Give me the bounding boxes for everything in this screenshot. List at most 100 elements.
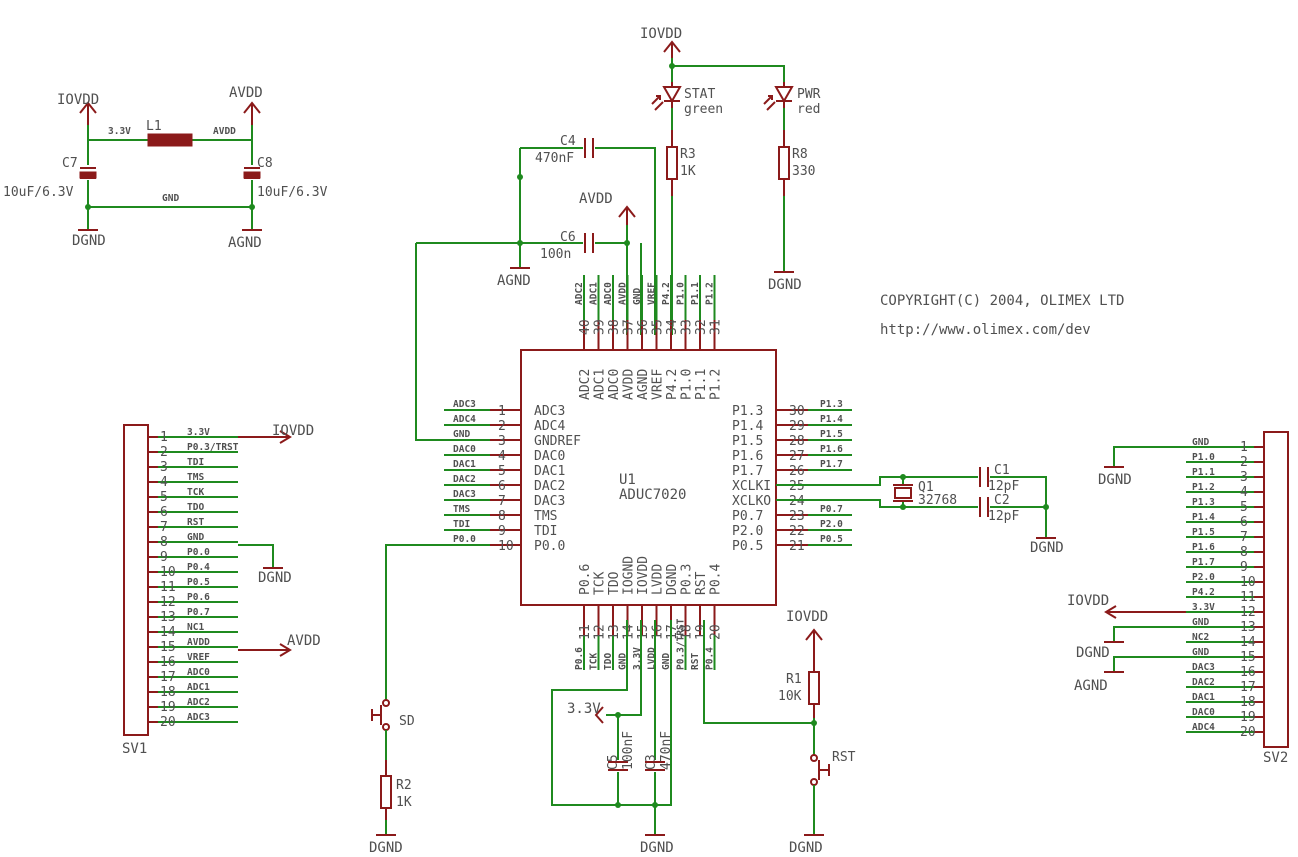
sv1-pin-number: 18	[160, 685, 176, 700]
sv1-pin-number: 8	[160, 535, 168, 550]
ic-top-pin-number: 31	[709, 319, 724, 335]
c1-label: C1	[994, 463, 1010, 478]
ic-bottom-pin-number: 20	[709, 624, 724, 640]
ic-left-pin-number: 2	[498, 419, 506, 434]
ic-left-net-label: DAC3	[453, 489, 476, 500]
ic-left-pin-number: 3	[498, 434, 506, 449]
sv1-pin-number: 12	[160, 595, 176, 610]
sv2-pin-number: 14	[1240, 635, 1256, 650]
sv2-pin-number: 20	[1240, 725, 1256, 740]
sd-label: SD	[399, 714, 415, 729]
pwr-led-color: red	[797, 102, 820, 117]
l1-label: L1	[146, 119, 162, 134]
sv2-pin-number: 9	[1240, 560, 1248, 575]
sv1-pin-number: 6	[160, 505, 168, 520]
sv2-net-label: P1.0	[1192, 452, 1215, 463]
ic-right-pin-name: P0.5	[732, 539, 763, 554]
sv2-net-label: P1.6	[1192, 542, 1215, 553]
vcc-wires	[87, 125, 253, 165]
url-link[interactable]: http://www.olimex.com/dev	[880, 322, 1091, 338]
sv2-net-label: P2.0	[1192, 572, 1215, 583]
c4-wires	[519, 147, 656, 335]
ic-right-net-label: P0.7	[820, 504, 843, 515]
ic-right-pin-number: 28	[789, 434, 805, 449]
junction	[1043, 504, 1049, 510]
sv2-pins: 1GND2P1.03P1.14P1.25P1.36P1.47P1.58P1.69…	[1186, 437, 1264, 740]
stat-led	[662, 82, 682, 108]
sv2-pin-number: 10	[1240, 575, 1256, 590]
ic-left-pin-number: 4	[498, 449, 506, 464]
stat-led-label: STAT	[684, 87, 715, 102]
rst-switch	[818, 760, 830, 780]
c6-capacitor	[584, 233, 594, 253]
sd-switch	[371, 705, 382, 725]
c5-capacitor	[608, 761, 628, 771]
ic-bottom-pin-number: 11	[578, 624, 593, 640]
sv2-iovdd-label: IOVDD	[1067, 593, 1109, 609]
ic-right-pin-number: 22	[789, 524, 805, 539]
ic-right-pin-number: 23	[789, 509, 805, 524]
r2-value: 1K	[396, 795, 412, 810]
junction	[615, 802, 621, 808]
sv1-net-label: P0.0	[187, 547, 210, 558]
ic-right-pin-name: P2.0	[732, 524, 763, 539]
c1-capacitor	[979, 467, 989, 487]
sv1-pin-number: 7	[160, 520, 168, 535]
sv2-net-label: DAC0	[1192, 707, 1215, 718]
ic-right-pin-name: XCLKO	[732, 494, 771, 509]
ic-bottom-net-label: GND	[661, 653, 672, 670]
sv1-pin-number: 1	[160, 430, 168, 445]
sv2-dgnd-label-top: DGND	[1098, 472, 1132, 488]
sv1-net-label: GND	[187, 532, 204, 543]
sv2-iovdd-arrow	[1104, 605, 1186, 619]
ic-right-pin-name: P0.7	[732, 509, 763, 524]
r1-value: 10K	[778, 689, 802, 704]
ic-left-pin-name: DAC3	[534, 494, 565, 509]
ic-right-pin-number: 26	[789, 464, 805, 479]
r8-resistor	[778, 146, 790, 180]
sd-contact	[382, 723, 390, 731]
sv1-iovdd-arrow	[238, 430, 292, 444]
sv1-net-label: P0.4	[187, 562, 210, 573]
dgnd-label-crystal: DGND	[1030, 540, 1064, 556]
ic-left-pin-name: P0.0	[534, 539, 565, 554]
ic-top-pin-name: VREF	[651, 369, 666, 400]
rst-contact	[810, 754, 818, 762]
iovdd-led-wire	[671, 58, 785, 82]
c5-value: 100nF	[621, 731, 636, 770]
sv2-net-label: DAC3	[1192, 662, 1215, 673]
ic-top-pin-name: ADC1	[593, 369, 608, 400]
c1-value: 12pF	[988, 479, 1019, 494]
gnd-wires	[87, 180, 253, 230]
ic-top-pin-number: 32	[694, 319, 709, 335]
ic-bottom-pin-name: P0.6	[578, 564, 593, 595]
c2-label: C2	[994, 493, 1010, 508]
sv2-gnd-wire	[1113, 446, 1186, 467]
c3-value: 470nF	[659, 731, 674, 770]
ic-top-net-label: P1.0	[676, 282, 687, 305]
sv2-dgnd-label: DGND	[1076, 645, 1110, 661]
avdd-arrow-top	[618, 205, 636, 225]
sv1-pin-number: 17	[160, 670, 176, 685]
sv1-net-label: AVDD	[187, 637, 210, 648]
ic-top-pin-number: 37	[622, 319, 637, 335]
ic-right-net-label: P1.6	[820, 444, 843, 455]
ic-top-pin-name: ADC2	[578, 369, 593, 400]
ic-top-pin-name: P1.1	[694, 369, 709, 400]
ic-bottom-pin-name: TDO	[607, 571, 622, 595]
ic-top-net-label: AVDD	[618, 282, 629, 305]
sv2-net-label: GND	[1192, 617, 1209, 628]
ic-right-net-label: P0.5	[820, 534, 843, 545]
connector-sv2: SV2 1GND2P1.03P1.14P1.25P1.36P1.47P1.58P…	[1067, 431, 1289, 766]
agnd-wires	[415, 242, 642, 441]
ic-bottom-pin-number: 15	[636, 624, 651, 640]
ic-top-net-label: P1.1	[690, 282, 701, 305]
ic-right-pin-number: 25	[789, 479, 805, 494]
ic-bottom-pin-name: DGND	[665, 564, 680, 595]
v33-label: 3.3V	[567, 701, 601, 717]
ic-left-pin-number: 7	[498, 494, 506, 509]
sv1-pin-number: 15	[160, 640, 176, 655]
dgnd-label-sd: DGND	[369, 840, 403, 856]
